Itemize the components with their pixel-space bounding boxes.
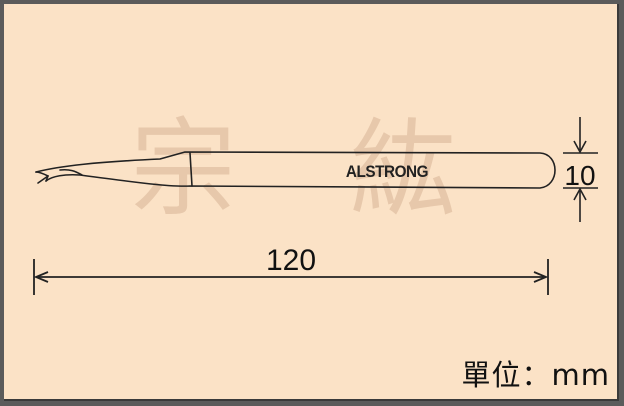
watermark-text: 宗 紘 [130, 108, 496, 231]
width-dimension-value: 10 [564, 160, 595, 191]
unit-label: 單位：mm [461, 358, 610, 392]
brand-logo-text: ALSTRONG [346, 162, 428, 181]
length-dimension-value: 120 [266, 244, 316, 277]
diagram-panel [4, 4, 619, 401]
length-dimension [33, 259, 549, 295]
tweezer-outline [35, 151, 556, 189]
width-dimension [563, 117, 598, 222]
